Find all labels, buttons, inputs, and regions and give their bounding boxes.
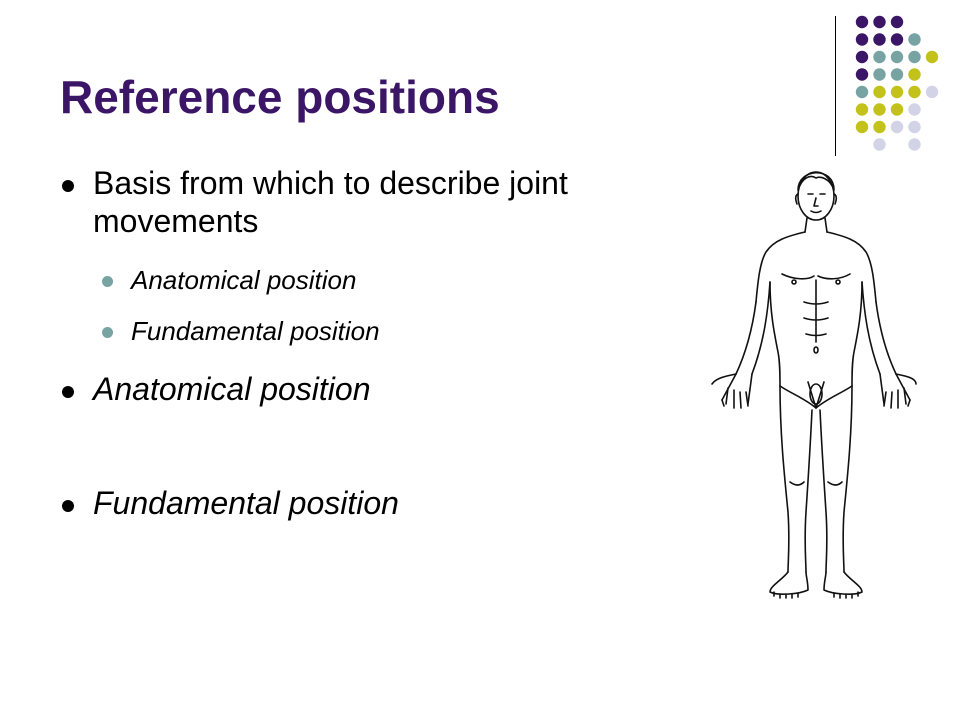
bullet-dot (62, 180, 74, 192)
sub-bullet-dot (102, 327, 113, 338)
sub-bullet-text: Fundamental position (131, 316, 380, 346)
bullet-text: Basis from which to describe joint movem… (93, 165, 568, 240)
bullet-dot (62, 500, 74, 512)
sub-bullet-dot (102, 276, 113, 287)
sub-bullet-fundamental: Fundamental position (102, 316, 380, 347)
bullet-item-basis: Basis from which to describe joint movem… (62, 164, 693, 241)
bullet-item-fundamental: Fundamental position (62, 484, 693, 522)
bullet-dot (62, 386, 74, 398)
bullet-item-anatomical: Anatomical position (62, 370, 693, 408)
slide-title: Reference positions (60, 71, 500, 123)
human-body-anatomical-position-icon (711, 171, 917, 599)
bullet-text: Fundamental position (93, 485, 399, 521)
bullet-text: Anatomical position (93, 371, 371, 407)
sub-bullet-anatomical: Anatomical position (102, 265, 356, 296)
sub-bullet-text: Anatomical position (131, 265, 357, 295)
title-divider (835, 16, 836, 156)
